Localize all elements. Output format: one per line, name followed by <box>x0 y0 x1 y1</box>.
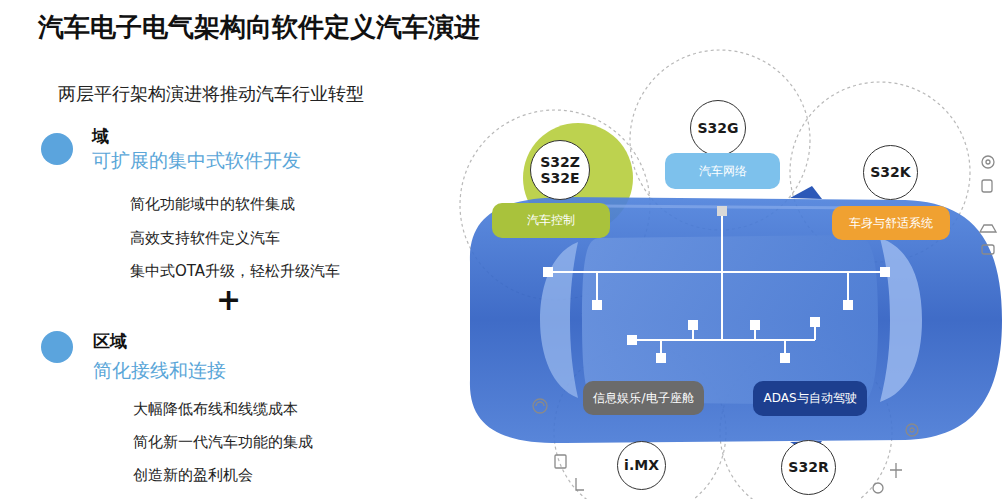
bullet-text: 简化新一代汽车功能的集成 <box>133 433 313 451</box>
section-heading: 域 <box>92 126 109 146</box>
bullet-text: 创造新的盈利机会 <box>133 466 253 484</box>
chip-circle: i.MX <box>617 441 666 490</box>
chip-name: S32G <box>697 120 738 136</box>
bullet-text: 高效支持软件定义汽车 <box>130 229 280 247</box>
chip-circle: S32Z S32E <box>530 140 590 200</box>
domain-name: 汽车网络 <box>699 163 747 180</box>
bullet-dot <box>41 133 73 165</box>
title: 汽车电子电气架构向软件定义汽车演进 <box>38 12 480 43</box>
chip-name: S32Z S32E <box>538 154 582 186</box>
bullet-text: 大幅降低布线和线缆成本 <box>133 400 298 418</box>
bullet-text: 简化功能域中的软件集成 <box>130 195 295 213</box>
domain-pill: ADAS与自动驾驶 <box>753 381 867 416</box>
section-subheading: 可扩展的集中式软件开发 <box>92 149 301 172</box>
chip-circle: S32R <box>781 440 836 495</box>
domain-name: ADAS与自动驾驶 <box>763 390 856 407</box>
chip-name: i.MX <box>624 457 659 473</box>
section-subheading: 简化接线和连接 <box>93 359 226 382</box>
car-illustration <box>470 186 1002 454</box>
domain-pill: 汽车网络 <box>665 153 780 189</box>
domain-name: 汽车控制 <box>527 212 575 229</box>
chip-circle: S32K <box>863 145 918 200</box>
plus-sign: + <box>216 282 241 318</box>
domain-pill: 车身与舒适系统 <box>832 206 950 240</box>
domain-pill: 汽车控制 <box>492 203 610 238</box>
chip-circle: S32G <box>690 100 746 156</box>
bullet-dot <box>41 331 73 363</box>
subtitle: 两层平行架构演进将推动汽车行业转型 <box>58 83 364 105</box>
section-heading: 区域 <box>93 331 127 351</box>
domain-name: 信息娱乐/电子座舱 <box>593 390 693 407</box>
bullet-text: 集中式OTA升级，轻松升级汽车 <box>130 262 340 280</box>
domain-pill: 信息娱乐/电子座舱 <box>583 381 704 415</box>
domain-name: 车身与舒适系统 <box>849 215 933 232</box>
chip-name: S32K <box>870 164 910 180</box>
chip-name: S32R <box>788 459 828 475</box>
